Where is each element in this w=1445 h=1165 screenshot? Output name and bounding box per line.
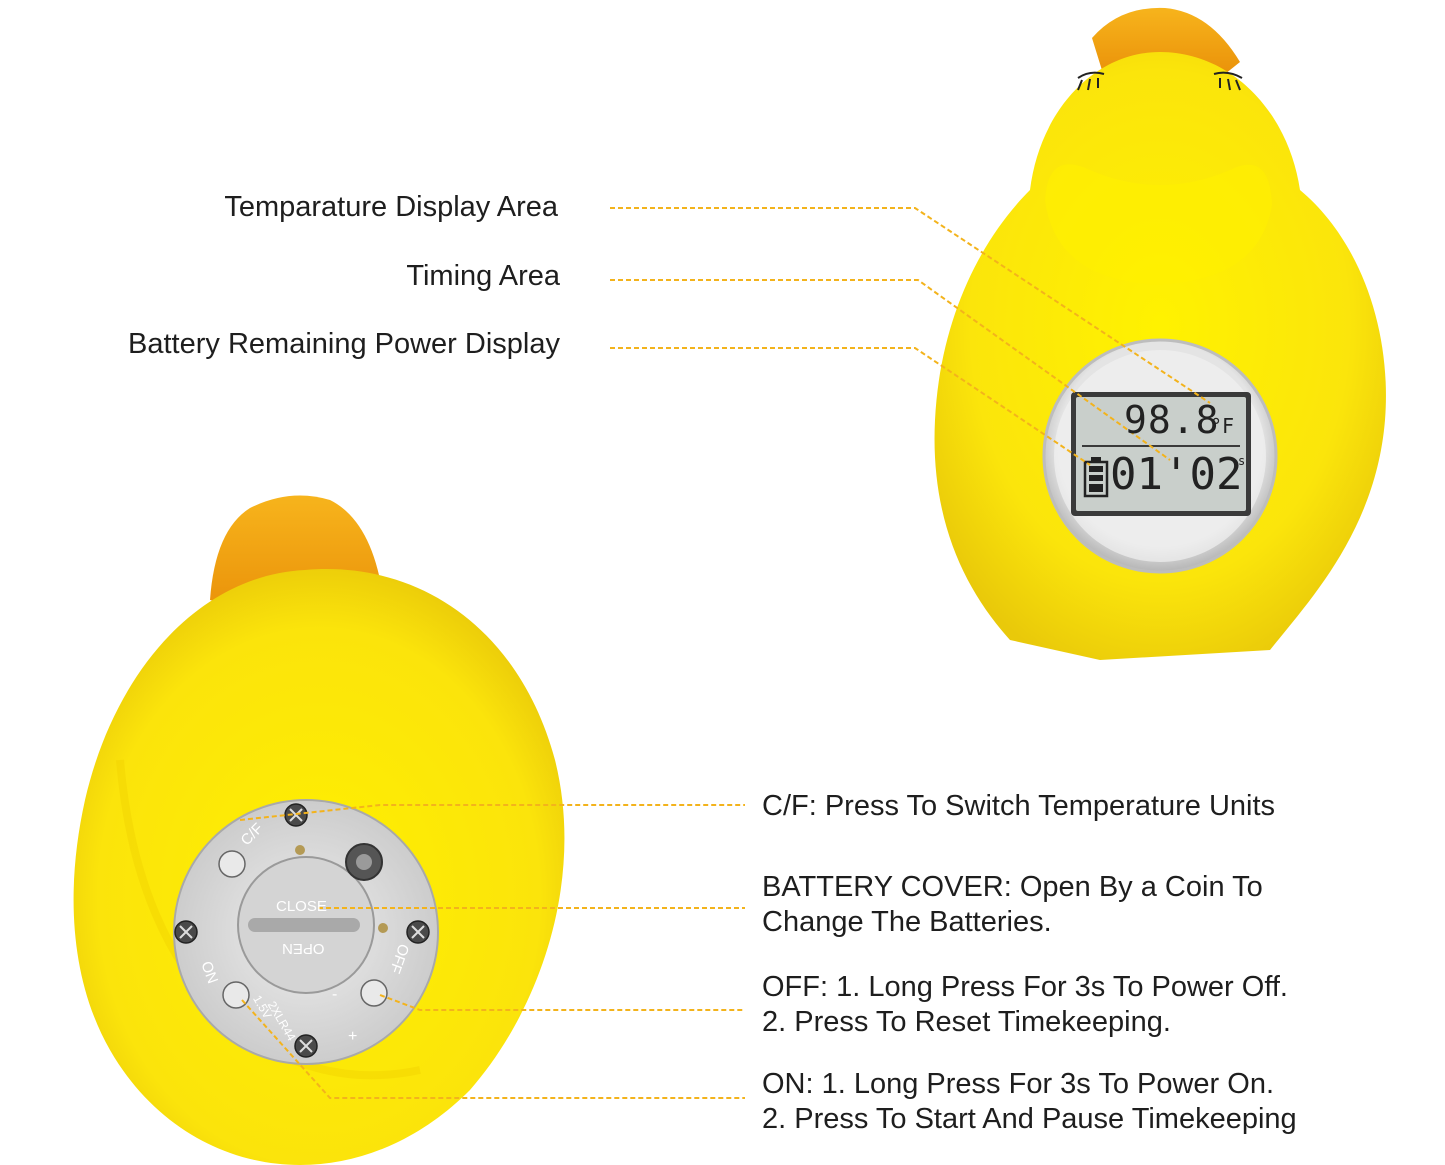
note-on-line2: 2. Press To Start And Pause Timekeeping xyxy=(762,1103,1297,1135)
note-battery-cover-line1: BATTERY COVER: Open By a Coin To xyxy=(762,871,1263,903)
label-temperature-display-area: Temparature Display Area xyxy=(224,191,558,223)
note-off-line1: OFF: 1. Long Press For 3s To Power Off. xyxy=(762,971,1288,1003)
note-off-line2: 2. Press To Reset Timekeeping. xyxy=(762,1006,1171,1038)
plate-minus: - xyxy=(332,986,338,1003)
note-cf: C/F: Press To Switch Temperature Units xyxy=(762,789,1275,824)
note-battery-cover: BATTERY COVER: Open By a Coin To Change … xyxy=(762,870,1263,940)
plate-plus: + xyxy=(348,1028,358,1045)
note-cf-line: C/F: Press To Switch Temperature Units xyxy=(762,790,1276,822)
plate-close-label: CLOSE xyxy=(276,898,327,915)
note-on-line1: ON: 1. Long Press For 3s To Power On. xyxy=(762,1068,1275,1100)
eye-icon xyxy=(1077,71,1243,91)
cf-button[interactable] xyxy=(218,850,246,878)
battery-icon xyxy=(1083,457,1109,498)
leader-lines xyxy=(239,207,1211,1099)
lcd-temp-unit: °F xyxy=(1210,414,1235,438)
lcd-timer: 01'02 xyxy=(1110,449,1243,500)
off-button[interactable] xyxy=(360,979,388,1007)
lcd-temperature: 98.8 xyxy=(1124,398,1220,442)
battery-back-plate xyxy=(173,799,439,1065)
lcd-timer-unit: s xyxy=(1238,454,1246,468)
note-battery-cover-line2: Change The Batteries. xyxy=(762,906,1052,938)
top-duck-head xyxy=(1045,164,1272,285)
thermometer-display xyxy=(1042,338,1278,574)
note-off: OFF: 1. Long Press For 3s To Power Off. … xyxy=(762,970,1288,1040)
label-timing-area: Timing Area xyxy=(406,260,560,292)
on-button[interactable] xyxy=(222,981,250,1009)
plate-open-label: OPEN xyxy=(282,940,325,957)
note-on: ON: 1. Long Press For 3s To Power On. 2.… xyxy=(762,1067,1297,1137)
label-battery-power-display: Battery Remaining Power Display xyxy=(128,328,560,360)
